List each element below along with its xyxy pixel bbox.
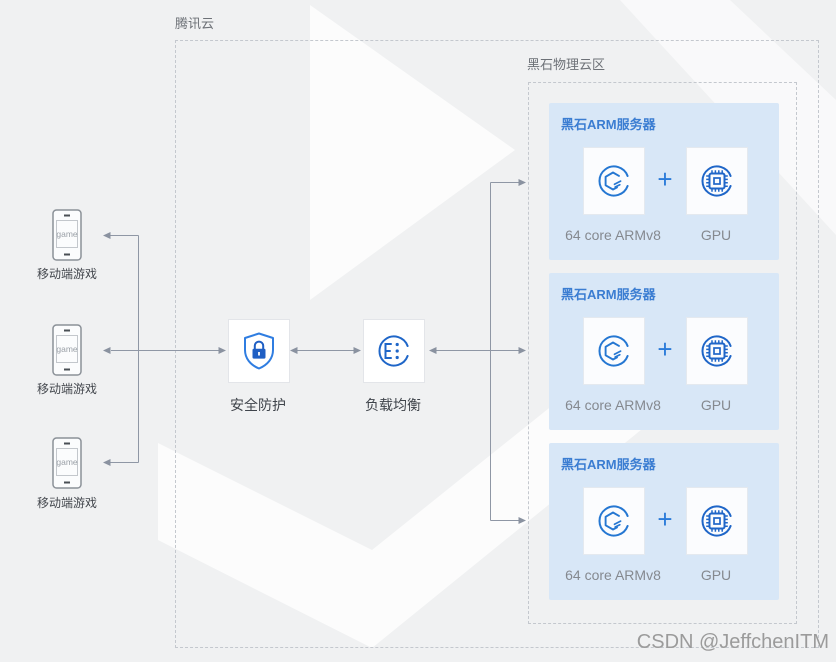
blackstone-zone-label: 黑石物理云区 — [527, 57, 606, 72]
gpu-icon — [701, 165, 732, 197]
tencent-cloud-zone-label: 腾讯云 — [175, 16, 215, 31]
cpu-label: 64 core ARMv8 — [565, 397, 661, 413]
gpu-box — [686, 317, 748, 385]
gpu-icon — [701, 335, 732, 367]
arm-server-panel-1: 黑石ARM服务器 + 64 core ARMv8 GPU — [549, 103, 779, 260]
mobile-client-3-label: 移动端游戏 — [36, 496, 97, 510]
load-balancer-node — [363, 319, 425, 383]
cpu-label: 64 core ARMv8 — [565, 567, 661, 583]
gpu-label: GPU — [700, 567, 732, 583]
mobile-phone-icon: game — [52, 324, 82, 376]
panel-title: 黑石ARM服务器 — [561, 117, 656, 132]
watermark-triangle — [310, 5, 515, 300]
security-node — [228, 319, 290, 383]
mobile-client-1-label: 移动端游戏 — [36, 267, 97, 281]
cpu-box — [583, 487, 645, 555]
cpu-box — [583, 317, 645, 385]
panel-title: 黑石ARM服务器 — [561, 287, 656, 302]
mobile-client-2: game — [52, 324, 82, 376]
cpu-box — [583, 147, 645, 215]
mobile-phone-icon: game — [52, 437, 82, 489]
mobile-client-2-label: 移动端游戏 — [36, 382, 97, 396]
gpu-box — [686, 487, 748, 555]
phone-screen-text: game — [56, 344, 78, 354]
csdn-watermark-text: CSDN @JeffchenITM — [636, 631, 829, 653]
arm-server-icon — [598, 165, 629, 197]
arm-server-icon — [598, 505, 629, 537]
mobile-client-1: game — [52, 209, 82, 261]
load-balancer-node-label: 负载均衡 — [365, 397, 421, 413]
gpu-icon — [701, 505, 732, 537]
gpu-label: GPU — [700, 397, 732, 413]
watermark-chevron — [158, 283, 705, 648]
phone-screen-text: game — [56, 229, 78, 239]
cpu-label: 64 core ARMv8 — [565, 227, 661, 243]
arm-server-icon — [598, 335, 629, 367]
security-node-label: 安全防护 — [230, 397, 286, 413]
tencent-cloud-zone-border — [175, 40, 819, 648]
load-balancer-icon — [378, 335, 409, 367]
gpu-box — [686, 147, 748, 215]
plus-sign: + — [657, 334, 673, 364]
arm-server-panel-3: 黑石ARM服务器 + 64 core ARMv8 GPU — [549, 443, 779, 600]
panel-title: 黑石ARM服务器 — [561, 457, 656, 472]
gpu-label: GPU — [700, 227, 732, 243]
mobile-phone-icon: game — [52, 209, 82, 261]
phone-screen-text: game — [56, 457, 78, 467]
blackstone-zone-border — [528, 82, 797, 624]
plus-sign: + — [657, 164, 673, 194]
mobile-client-3: game — [52, 437, 82, 489]
shield-lock-icon — [244, 332, 274, 370]
arm-server-panel-2: 黑石ARM服务器 + 64 core ARMv8 GPU — [549, 273, 779, 430]
plus-sign: + — [657, 504, 673, 534]
